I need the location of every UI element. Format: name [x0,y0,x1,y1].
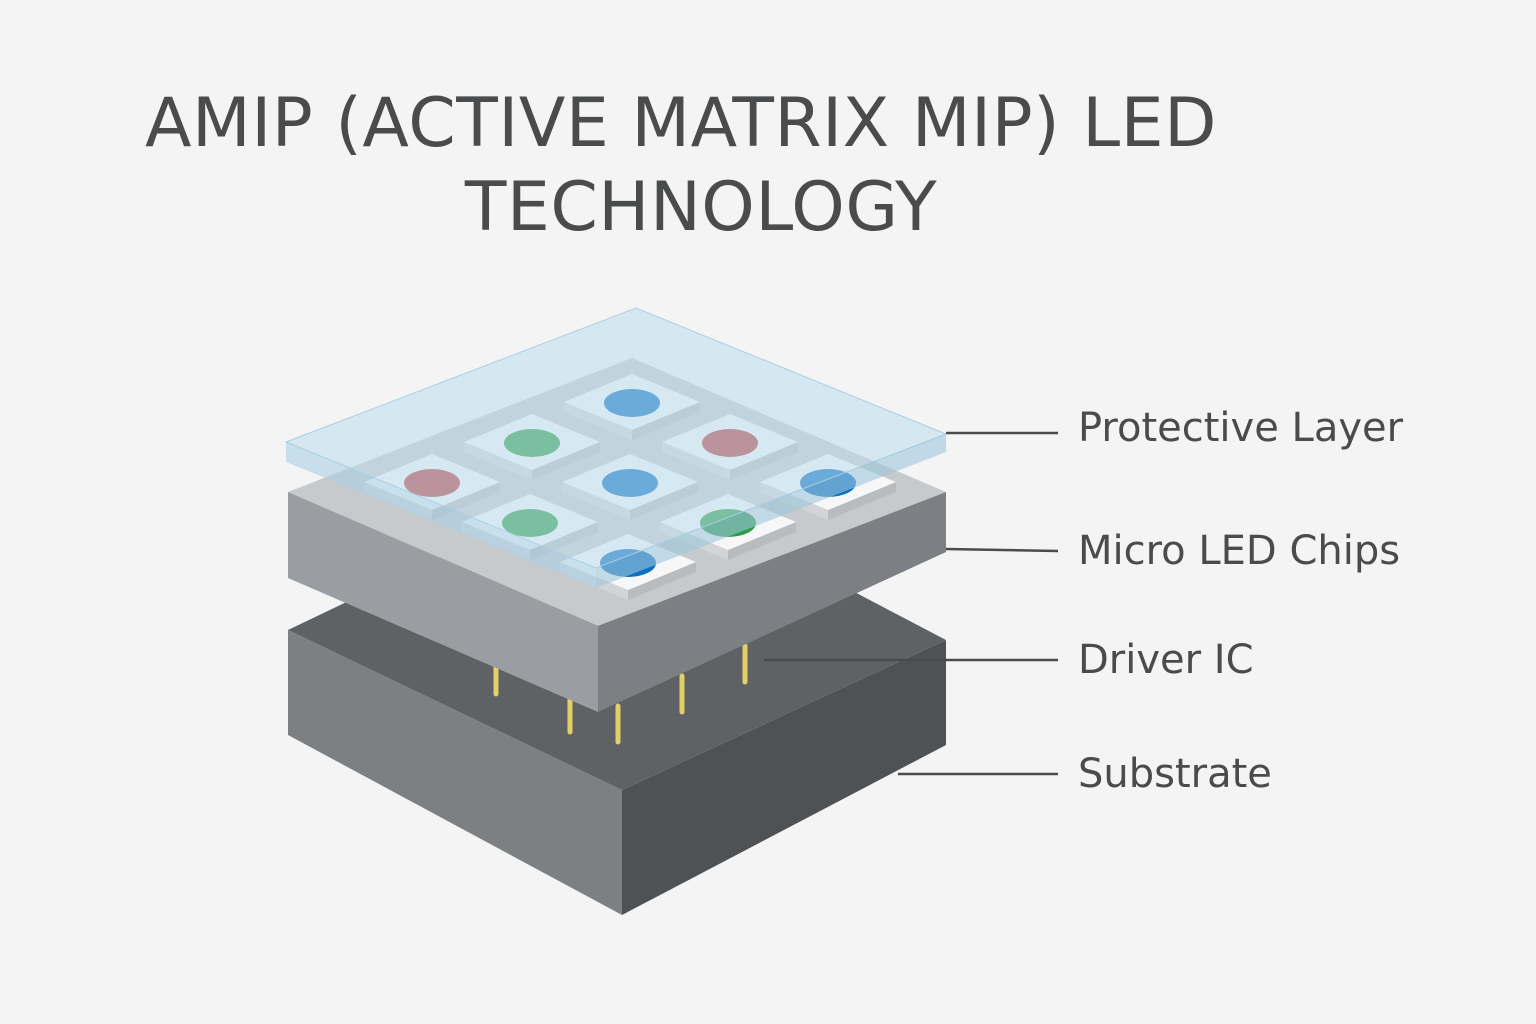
title-line-1: AMIP (ACTIVE MATRIX MIP) LED [145,84,1217,163]
substrate-left-face [288,630,622,915]
chip-right-side [728,522,796,560]
protective-left-edge [286,442,596,588]
led-layer-left-face [288,492,598,712]
label-micro-led-chips: Micro LED Chips [1078,528,1401,574]
led-layer-right-face [598,492,946,712]
chip-right-side [828,482,896,520]
leader-chips [945,547,1059,553]
protective-right-edge [596,434,946,588]
leader-lines [764,431,1059,776]
label-protective-layer: Protective Layer [1078,405,1404,451]
page-title: AMIP (ACTIVE MATRIX MIP) LED TECHNOLOGY [0,82,1362,250]
label-substrate: Substrate [1078,751,1272,797]
label-driver-ic: Driver IC [1078,637,1254,683]
chip-right-side [628,562,696,600]
title-line-2: TECHNOLOGY [464,168,938,247]
substrate-right-face [622,640,946,915]
protective-layer [284,307,948,588]
